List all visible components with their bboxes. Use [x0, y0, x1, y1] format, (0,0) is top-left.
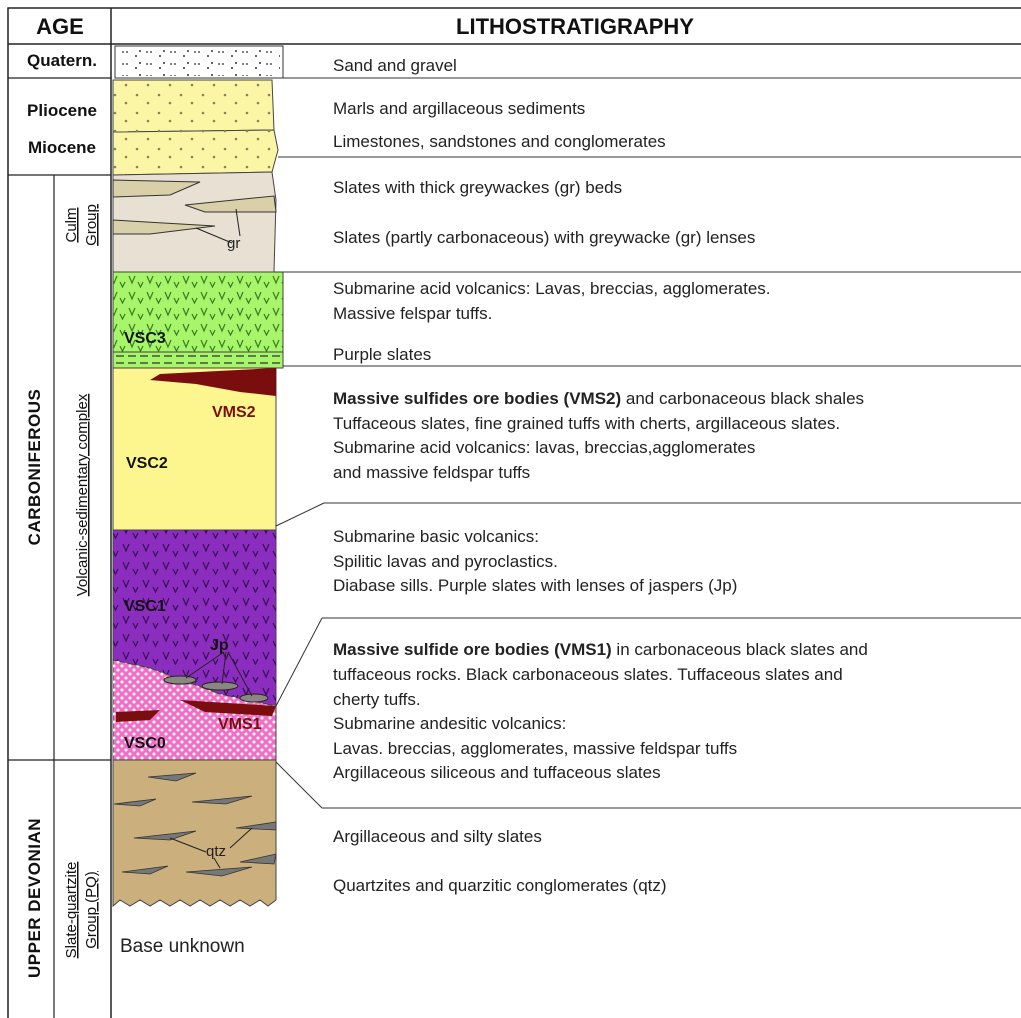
description-text: Limestones, sandstones and conglomerates [333, 132, 666, 151]
group-slate-quartzite-line1: Slate-quartzite [63, 862, 80, 959]
group-culm-line2: Group [83, 204, 100, 246]
description-text: Argillaceous siliceous and tuffaceous sl… [333, 763, 661, 782]
description-text: Purple slates [333, 345, 431, 364]
description-text: Slates (partly carbonaceous) with greywa… [333, 228, 755, 247]
correlation-line [276, 762, 322, 808]
correlation-line [276, 618, 322, 706]
lithostratigraphy-header: LITHOSTRATIGRAPHY [456, 14, 694, 39]
label-vms2: VMS2 [212, 404, 256, 421]
description-text: Spilitic lavas and pyroclastics. [333, 552, 558, 571]
group-culm-line1: Culm [63, 207, 80, 242]
description-text: Argillaceous and silty slates [333, 827, 542, 846]
neogene-dot-pattern [113, 80, 278, 175]
description-text: Submarine acid volcanics: Lavas, breccia… [333, 279, 771, 298]
label-vsc3: VSC3 [124, 330, 166, 347]
label-base-unknown: Base unknown [120, 936, 245, 957]
description-text: Submarine basic volcanics: [333, 527, 539, 546]
description-vms2-line: Massive sulfides ore bodies (VMS2) and c… [333, 389, 864, 408]
age-upper-devonian: UPPER DEVONIAN [25, 818, 44, 978]
label-gr: gr [227, 235, 240, 252]
quaternary-gravel-pattern [118, 48, 280, 76]
jasper-lens [240, 694, 268, 702]
label-jp: Jp [210, 637, 229, 654]
description-text: Tuffaceous slates, fine grained tuffs wi… [333, 414, 840, 433]
description-text: Massive felspar tuffs. [333, 304, 492, 323]
label-qtz: qtz [206, 843, 226, 860]
description-rest: in carbonaceous black slates and [612, 640, 868, 659]
age-quaternary: Quatern. [27, 51, 97, 70]
group-volcanic-sedimentary: Volcanic-sedimentary complex [74, 393, 91, 596]
description-text: and massive feldspar tuffs [333, 463, 530, 482]
description-text: Submarine andesitic volcanics: [333, 714, 566, 733]
description-vms1-line: Massive sulfide ore bodies (VMS1) in car… [333, 640, 868, 659]
label-vsc0: VSC0 [124, 735, 166, 752]
lithology-descriptions: Sand and gravel Marls and argillaceous s… [333, 56, 868, 895]
stratigraphic-column: gr VSC3 VMS2 VSC2 VSC1 Jp VMS1 VSC0 [113, 46, 283, 957]
description-text: Lavas. breccias, agglomerates, massive f… [333, 739, 737, 758]
description-text: Sand and gravel [333, 56, 457, 75]
layer-purple-slates [113, 352, 283, 368]
age-pliocene: Pliocene [27, 101, 97, 120]
jasper-lens [164, 676, 196, 684]
description-text: tuffaceous rocks. Black carbonaceous sla… [333, 665, 843, 684]
label-vsc1: VSC1 [124, 598, 166, 615]
description-text: Diabase sills. Purple slates with lenses… [333, 576, 737, 595]
correlation-line [276, 503, 324, 526]
age-carboniferous: CARBONIFEROUS [25, 389, 44, 546]
description-rest: and carbonaceous black shales [621, 389, 864, 408]
jasper-lens [202, 682, 238, 690]
age-miocene: Miocene [28, 138, 96, 157]
description-text: Marls and argillaceous sediments [333, 99, 585, 118]
description-bold: Massive sulfide ore bodies (VMS1) [333, 640, 612, 659]
layer-pq [113, 760, 276, 906]
label-vms1: VMS1 [218, 716, 262, 733]
group-slate-quartzite-line2: Group (PQ) [83, 871, 100, 949]
description-bold: Massive sulfides ore bodies (VMS2) [333, 389, 621, 408]
age-header: AGE [36, 14, 84, 39]
description-text: cherty tuffs. [333, 690, 421, 709]
description-text: Slates with thick greywackes (gr) beds [333, 178, 622, 197]
description-text: Submarine acid volcanics: lavas, breccia… [333, 438, 755, 457]
label-vsc2: VSC2 [126, 455, 168, 472]
description-text: Quartzites and quarzitic conglomerates (… [333, 876, 667, 895]
